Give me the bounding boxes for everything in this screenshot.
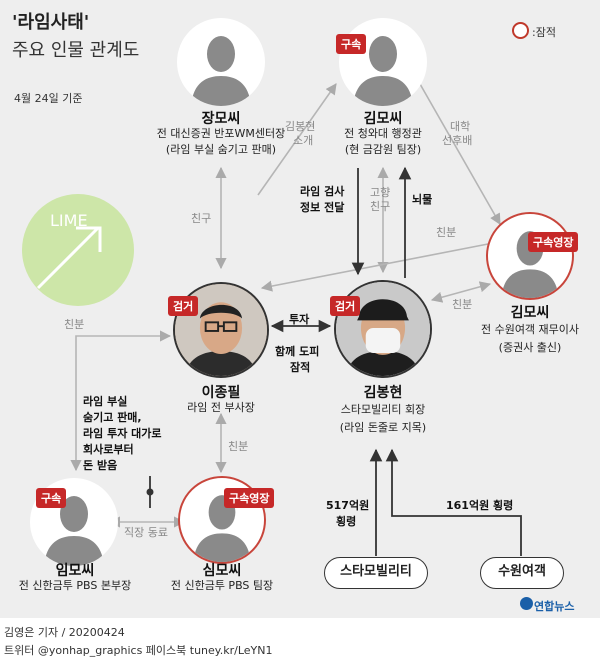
label-lim-note-2: 숨기고 판매, bbox=[83, 411, 142, 424]
badge-warrant-sim: 구속영장 bbox=[224, 488, 275, 508]
company-suwon-bus: 수원여객 bbox=[480, 557, 564, 589]
name-kim-official: 김모씨 bbox=[363, 111, 403, 127]
label-info-leak-2: 정보 전달 bbox=[300, 201, 345, 214]
label-escape-1: 함께 도피 bbox=[275, 345, 320, 358]
person-photo-icon bbox=[175, 284, 267, 376]
label-escape-2: 잠적 bbox=[290, 361, 311, 374]
desc-sim-1: 전 신한금투 PBS 팀장 bbox=[170, 579, 274, 592]
desc-kim-official-2: (현 금감원 팀장) bbox=[344, 143, 422, 156]
lime-logo: LIME bbox=[22, 194, 134, 306]
footer-credit: 김영은 기자 / 20200424 bbox=[4, 626, 125, 639]
lime-logo-text: LIME bbox=[50, 211, 88, 230]
desc-kim-bonghyun-2: (라임 돈줄로 지목) bbox=[339, 421, 427, 434]
label-embezzle-161: 161억원 횡령 bbox=[446, 499, 514, 512]
person-silhouette-icon bbox=[501, 231, 559, 298]
desc-jang-2: (라임 부실 숨기고 판매) bbox=[165, 143, 277, 156]
label-college-2: 선후배 bbox=[442, 134, 473, 147]
name-kim-bonghyun: 김봉현 bbox=[363, 385, 403, 401]
label-hometown-1: 고향 bbox=[370, 186, 391, 199]
yonhap-logo-icon bbox=[520, 597, 533, 610]
label-close-left: 친분 bbox=[64, 318, 85, 331]
label-intro-1: 김봉현 bbox=[285, 120, 316, 133]
desc-jang-1: 전 대신증권 반포WM센터장 bbox=[156, 127, 286, 140]
page-title: '라임사태' bbox=[12, 12, 90, 33]
label-lim-note-4: 회사로부터 bbox=[83, 443, 134, 456]
legend-label: :잠적 bbox=[532, 26, 556, 39]
desc-kim-suwon-2: (증권사 출신) bbox=[498, 341, 562, 354]
avatar-kim-official bbox=[339, 18, 427, 106]
label-lim-note-1: 라임 부실 bbox=[83, 395, 128, 408]
badge-caught-kim-bonghyun: 검거 bbox=[330, 296, 361, 316]
badge-caught-lee: 검거 bbox=[168, 296, 199, 316]
label-colleague: 직장 동료 bbox=[124, 526, 168, 539]
person-silhouette-icon bbox=[44, 496, 104, 566]
label-intro-2: 소개 bbox=[293, 134, 314, 147]
label-close-top: 친분 bbox=[436, 226, 457, 239]
hiding-legend-icon bbox=[512, 22, 529, 39]
name-lee-jongpil: 이종필 bbox=[201, 385, 241, 401]
label-invest: 투자 bbox=[289, 313, 310, 326]
label-embezzle-517-1: 517억원 bbox=[326, 499, 370, 512]
badge-arrested-lim: 구속 bbox=[36, 488, 67, 508]
footer-social: 트위터 @yonhap_graphics 페이스북 tuney.kr/LeYN1 bbox=[4, 644, 273, 657]
photo-lee-jongpil bbox=[173, 282, 269, 378]
desc-kim-official-1: 전 청와대 행정관 bbox=[344, 127, 422, 140]
desc-lim-1: 전 신한금투 PBS 본부장 bbox=[18, 579, 132, 592]
label-bribe: 뇌물 bbox=[412, 193, 433, 206]
desc-kim-bonghyun-1: 스타모빌리티 회장 bbox=[340, 403, 426, 416]
label-info-leak-1: 라임 검사 bbox=[300, 185, 345, 198]
name-sim: 심모씨 bbox=[202, 563, 242, 579]
badge-arrested-kim-official: 구속 bbox=[336, 34, 367, 54]
label-embezzle-517-2: 횡령 bbox=[336, 515, 357, 528]
avatar-jang bbox=[177, 18, 265, 106]
label-lim-note-3: 라임 투자 대가로 bbox=[83, 427, 162, 440]
page-subtitle: 주요 인물 관계도 bbox=[12, 40, 140, 61]
person-silhouette-icon bbox=[191, 36, 251, 106]
label-lim-note-5: 돈 받음 bbox=[83, 459, 118, 472]
label-friend: 친구 bbox=[191, 212, 212, 225]
date-label: 4월 24일 기준 bbox=[14, 92, 83, 105]
label-close-right: 친분 bbox=[452, 298, 473, 311]
person-silhouette-icon bbox=[353, 36, 413, 106]
footer: 김영은 기자 / 20200424 트위터 @yonhap_graphics 페… bbox=[0, 618, 600, 660]
photo-kim-bonghyun bbox=[334, 280, 432, 378]
company-star-mobility: 스타모빌리티 bbox=[324, 557, 428, 589]
label-close-sim: 친분 bbox=[228, 440, 249, 453]
avatar-kim-suwon bbox=[486, 212, 574, 300]
name-lim: 임모씨 bbox=[55, 563, 95, 579]
desc-kim-suwon-1: 전 수원여객 재무이사 bbox=[480, 323, 580, 336]
label-college-1: 대학 bbox=[450, 120, 471, 133]
name-jang: 장모씨 bbox=[201, 111, 241, 127]
name-kim-suwon: 김모씨 bbox=[510, 305, 550, 321]
badge-warrant-kim-suwon: 구속영장 bbox=[528, 232, 579, 252]
label-hometown-2: 친구 bbox=[370, 200, 391, 213]
agency-logo-text: 연합뉴스 bbox=[534, 600, 575, 613]
desc-lee-1: 라임 전 부사장 bbox=[187, 401, 255, 414]
